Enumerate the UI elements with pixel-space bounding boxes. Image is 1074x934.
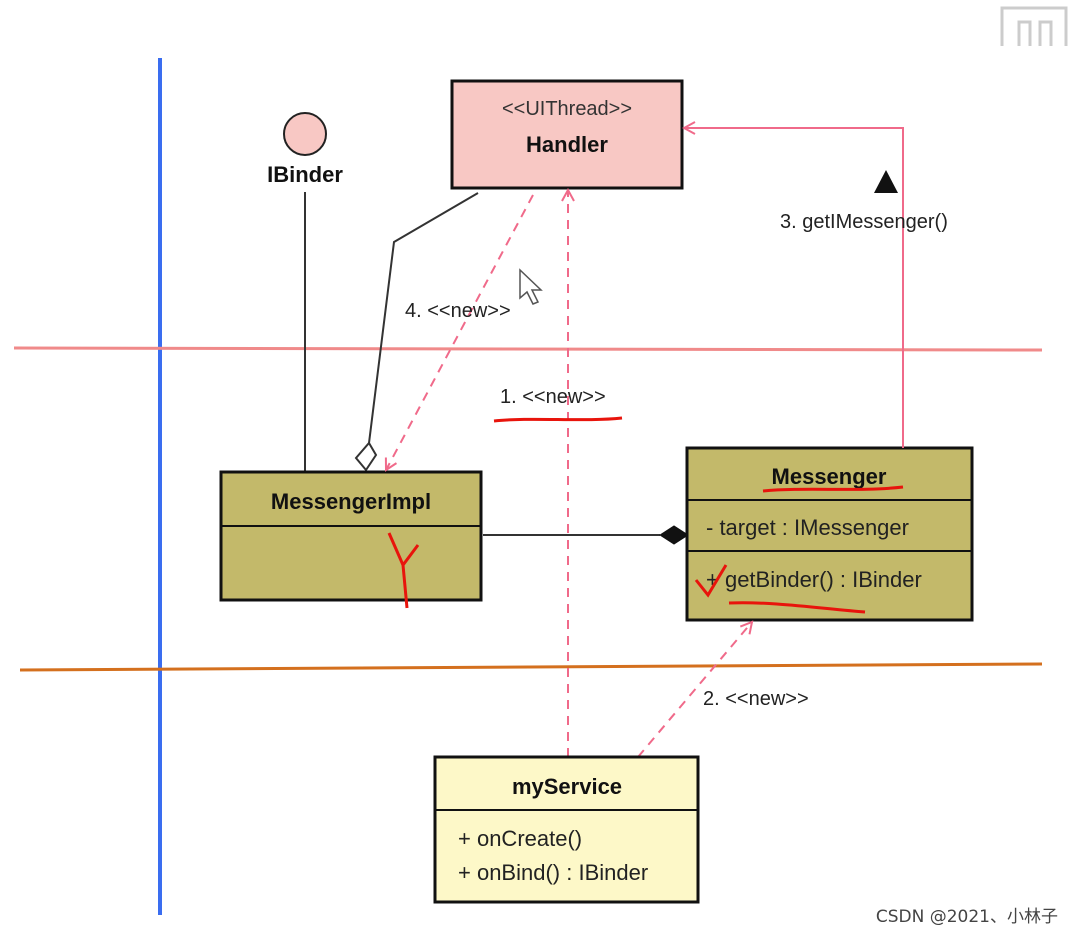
messenger-name: Messenger — [772, 464, 887, 489]
handler-name: Handler — [526, 132, 608, 157]
aggregation-line — [368, 192, 479, 444]
underline-annotation-messenger — [762, 485, 904, 493]
composition-diamond-icon — [659, 525, 689, 545]
ibinder-label: IBinder — [267, 162, 343, 187]
step3-label: 3. getIMessenger() — [780, 211, 948, 233]
watermark-text: CSDN @2021、小林子 — [876, 907, 1058, 927]
myservice-method-oncreate: + onCreate() — [458, 826, 582, 851]
myservice-box[interactable] — [433, 755, 700, 904]
logo-icon — [1000, 6, 1068, 46]
messenger-method: + getBinder() : IBinder — [706, 567, 922, 592]
direction-triangle-icon — [874, 170, 898, 193]
ibinder-interface-icon — [283, 112, 327, 156]
messengerimpl-box[interactable] — [219, 470, 483, 602]
check-annotation-icon — [694, 564, 728, 598]
y-annotation-icon — [387, 532, 420, 609]
swimlane-upper-line — [13, 346, 1043, 352]
myservice-name: myService — [512, 774, 622, 799]
underline-annotation-step1 — [493, 416, 623, 423]
step1-label: 1. <<new>> — [500, 386, 606, 408]
messenger-box[interactable] — [685, 446, 974, 622]
underline-annotation-getbinder — [728, 601, 866, 614]
messengerimpl-name: MessengerImpl — [271, 489, 431, 514]
swimlane-lower-line — [19, 662, 1043, 672]
step2-new-arrow — [637, 622, 752, 758]
mouse-cursor-icon — [519, 268, 543, 305]
step4-new-arrow — [386, 194, 534, 470]
get-imessenger-arrow — [684, 128, 904, 448]
aggregation-diamond-icon — [354, 441, 378, 472]
step2-label: 2. <<new>> — [703, 688, 809, 710]
handler-stereotype: <<UIThread>> — [502, 98, 632, 120]
handler-box[interactable] — [450, 79, 684, 190]
step4-label: 4. <<new>> — [405, 300, 511, 322]
messenger-attribute: - target : IMessenger — [706, 515, 909, 540]
myservice-method-onbind: + onBind() : IBinder — [458, 860, 648, 885]
